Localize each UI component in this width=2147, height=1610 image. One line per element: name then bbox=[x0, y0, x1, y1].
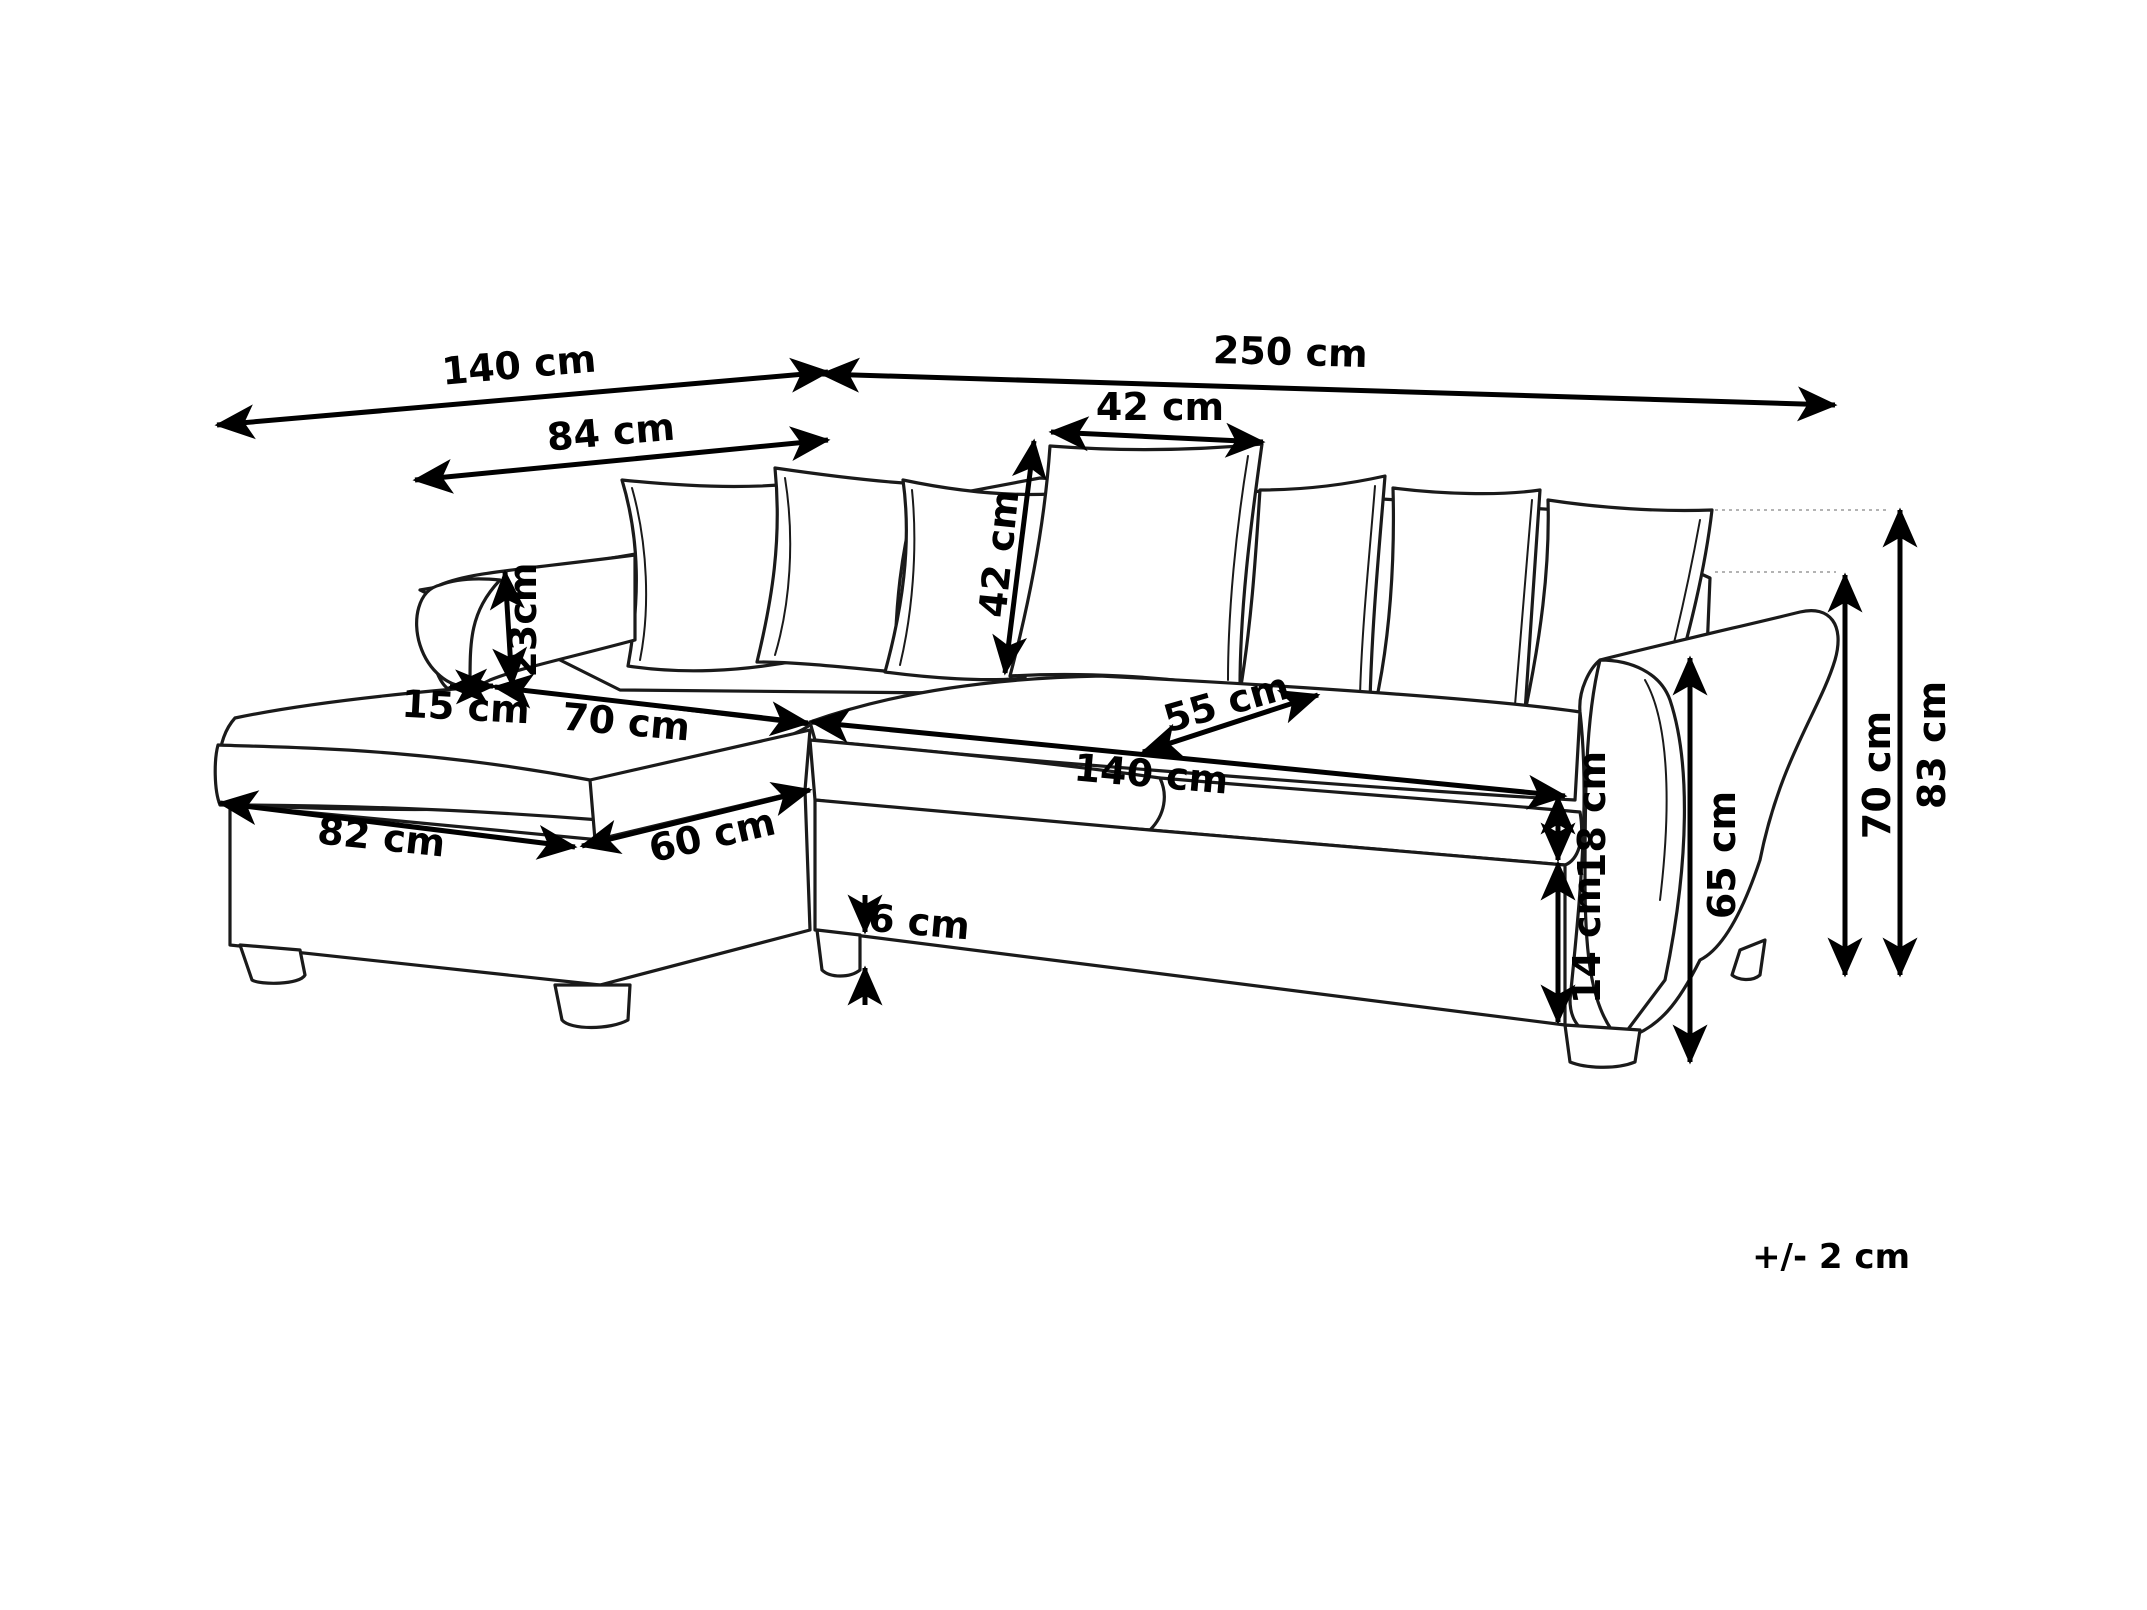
dim-line-chaise-front-depth bbox=[579, 781, 813, 855]
dim-line-seat-width bbox=[809, 708, 1568, 810]
leg-main-left bbox=[815, 928, 862, 978]
label-seat-base-height: 14 cm bbox=[1565, 876, 1609, 1004]
label-chaise-total-length: 140 cm bbox=[440, 336, 598, 393]
leg-right-front bbox=[1563, 1023, 1642, 1069]
label-seat-cushion-thickness: 18 cm bbox=[1570, 751, 1614, 879]
label-total-height: 83 cm bbox=[1910, 681, 1954, 809]
dim-line-chaise-front-width bbox=[217, 790, 578, 860]
dim-line-cushion-height bbox=[992, 438, 1047, 676]
label-armrest-width: 15 cm bbox=[400, 682, 530, 733]
leg-chaise-back bbox=[238, 943, 307, 985]
label-cushion-width: 42 cm bbox=[1096, 385, 1224, 429]
label-armrest-height: 23cm bbox=[501, 562, 545, 677]
back-cushion-4 bbox=[1008, 442, 1264, 690]
label-backrest-height: 70 cm bbox=[1855, 711, 1899, 839]
leg-chaise-front bbox=[553, 983, 632, 1030]
dim-line-total-width bbox=[819, 357, 1838, 422]
label-leg-height: 6 cm bbox=[867, 896, 972, 949]
dim-line-chaise-total-length bbox=[214, 357, 831, 440]
dim-line-chaise-seat-length bbox=[412, 426, 831, 494]
back-cushion-6 bbox=[1373, 486, 1542, 716]
label-total-width: 250 cm bbox=[1212, 328, 1368, 376]
tolerance-note: +/- 2 cm bbox=[1752, 1237, 1910, 1277]
dim-line-armrest-height bbox=[489, 569, 528, 688]
dim-line-armrest-width bbox=[447, 668, 496, 705]
dimension-lines bbox=[214, 357, 1918, 1065]
guide-lines bbox=[1715, 509, 1890, 573]
back-cushion-5 bbox=[1238, 474, 1387, 704]
label-chaise-seat-length: 84 cm bbox=[545, 405, 677, 460]
dim-line-cushion-width bbox=[1048, 416, 1266, 458]
leg-right-back bbox=[1730, 938, 1767, 982]
label-armrest-total-height: 65 cm bbox=[1700, 791, 1744, 919]
dim-line-chaise-seat-width bbox=[492, 673, 811, 737]
